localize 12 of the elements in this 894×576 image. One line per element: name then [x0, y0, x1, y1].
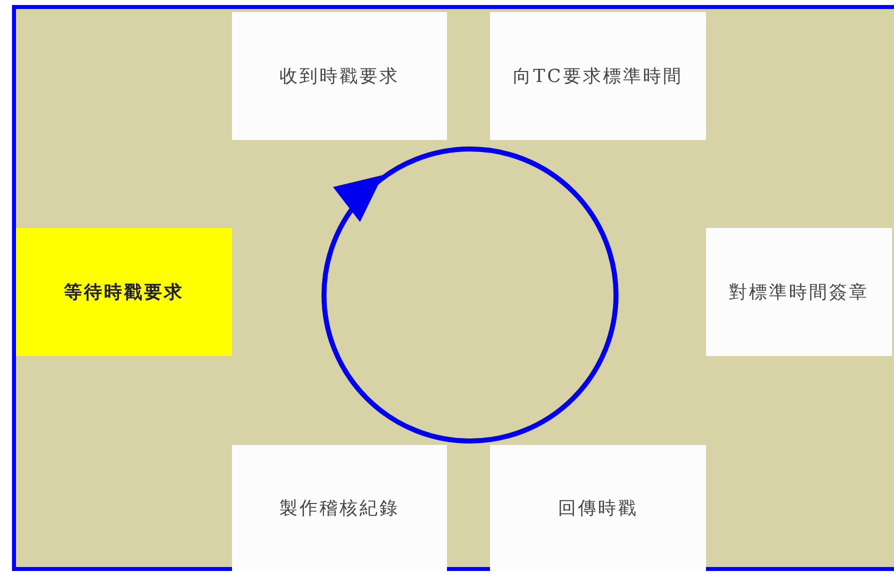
step-label: 製作稽核紀錄: [280, 497, 400, 520]
step-label: 收到時戳要求: [280, 65, 400, 88]
process-box: [706, 228, 892, 356]
step-label: 等待時戳要求: [64, 281, 184, 304]
process-box: [490, 12, 706, 140]
step-label: 回傳時戳: [558, 497, 638, 520]
process-box: [232, 12, 447, 140]
step-label: 向TC要求標準時間: [513, 65, 683, 88]
process-box: [232, 445, 447, 571]
active-step-box: [16, 228, 232, 356]
step-label: 對標準時間簽章: [729, 281, 869, 304]
process-box: [490, 445, 706, 571]
